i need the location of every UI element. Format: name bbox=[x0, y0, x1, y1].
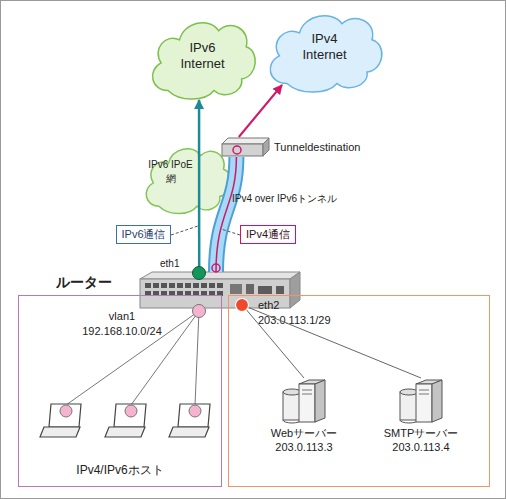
server-node: Webサーバー 203.0.113.3 bbox=[269, 376, 339, 458]
connector bbox=[216, 157, 236, 272]
node-text: IPv4通信 bbox=[241, 226, 295, 243]
connector bbox=[199, 100, 200, 272]
callout-box: IPv6通信 bbox=[116, 225, 171, 244]
node-text: IPv6 IPoE網 bbox=[148, 158, 193, 186]
node-text: vlan1 192.168.10.0/24 bbox=[75, 309, 169, 339]
eth1-port-dot bbox=[193, 267, 206, 280]
node-text: IPv6 Internet bbox=[175, 40, 230, 72]
server-illustration bbox=[398, 378, 444, 424]
connector bbox=[239, 85, 282, 137]
laptop-icon bbox=[169, 404, 210, 437]
node-text: IPv6通信 bbox=[117, 226, 170, 243]
lan-wire bbox=[131, 311, 199, 405]
leader-line bbox=[221, 229, 240, 235]
laptop-icon bbox=[105, 404, 146, 437]
cloud-network: IPv6 Internet bbox=[145, 10, 260, 102]
lan-group: vlan1 192.168.10.0/24IPv4/IPv6ホスト bbox=[18, 295, 222, 487]
lan-wire bbox=[66, 311, 199, 405]
server-illustration bbox=[281, 378, 327, 424]
node-text: IPv4 Internet bbox=[297, 31, 352, 63]
node-text: SMTPサーバー 203.0.113.4 bbox=[381, 426, 461, 454]
callout-box: IPv4通信 bbox=[240, 225, 296, 244]
annotation-label: eth1 bbox=[160, 257, 179, 270]
connector bbox=[242, 305, 421, 378]
node-text: ルーター bbox=[56, 273, 134, 291]
tunnel-endpoint: Tunneldestination bbox=[222, 137, 270, 157]
cloud-network: IPv4 Internet bbox=[262, 3, 387, 95]
tunnel-end-ring bbox=[233, 146, 241, 154]
node-text: IPv4/IPv6ホスト bbox=[19, 462, 221, 478]
tunnel-end-ring bbox=[212, 264, 220, 272]
vlan1-port-dot bbox=[193, 305, 206, 318]
server-node: SMTPサーバー 203.0.113.4 bbox=[381, 376, 461, 458]
tunnel-box-outline bbox=[222, 137, 270, 157]
node-text: Tunneldestination bbox=[274, 140, 384, 154]
eth2-port-dot bbox=[236, 299, 249, 312]
lan-wire bbox=[195, 311, 199, 405]
laptop-icon bbox=[40, 404, 81, 437]
connector bbox=[242, 305, 304, 378]
annotation-label: IPv4 over IPv6トンネル bbox=[232, 192, 337, 205]
node-text: eth2 203.0.113.1/29 bbox=[258, 298, 342, 328]
node-text: Webサーバー 203.0.113.3 bbox=[269, 426, 339, 454]
leader-line bbox=[171, 226, 198, 235]
dmz-group: eth2 203.0.113.1/29Webサーバー 203.0.113.3 SM… bbox=[228, 295, 490, 487]
